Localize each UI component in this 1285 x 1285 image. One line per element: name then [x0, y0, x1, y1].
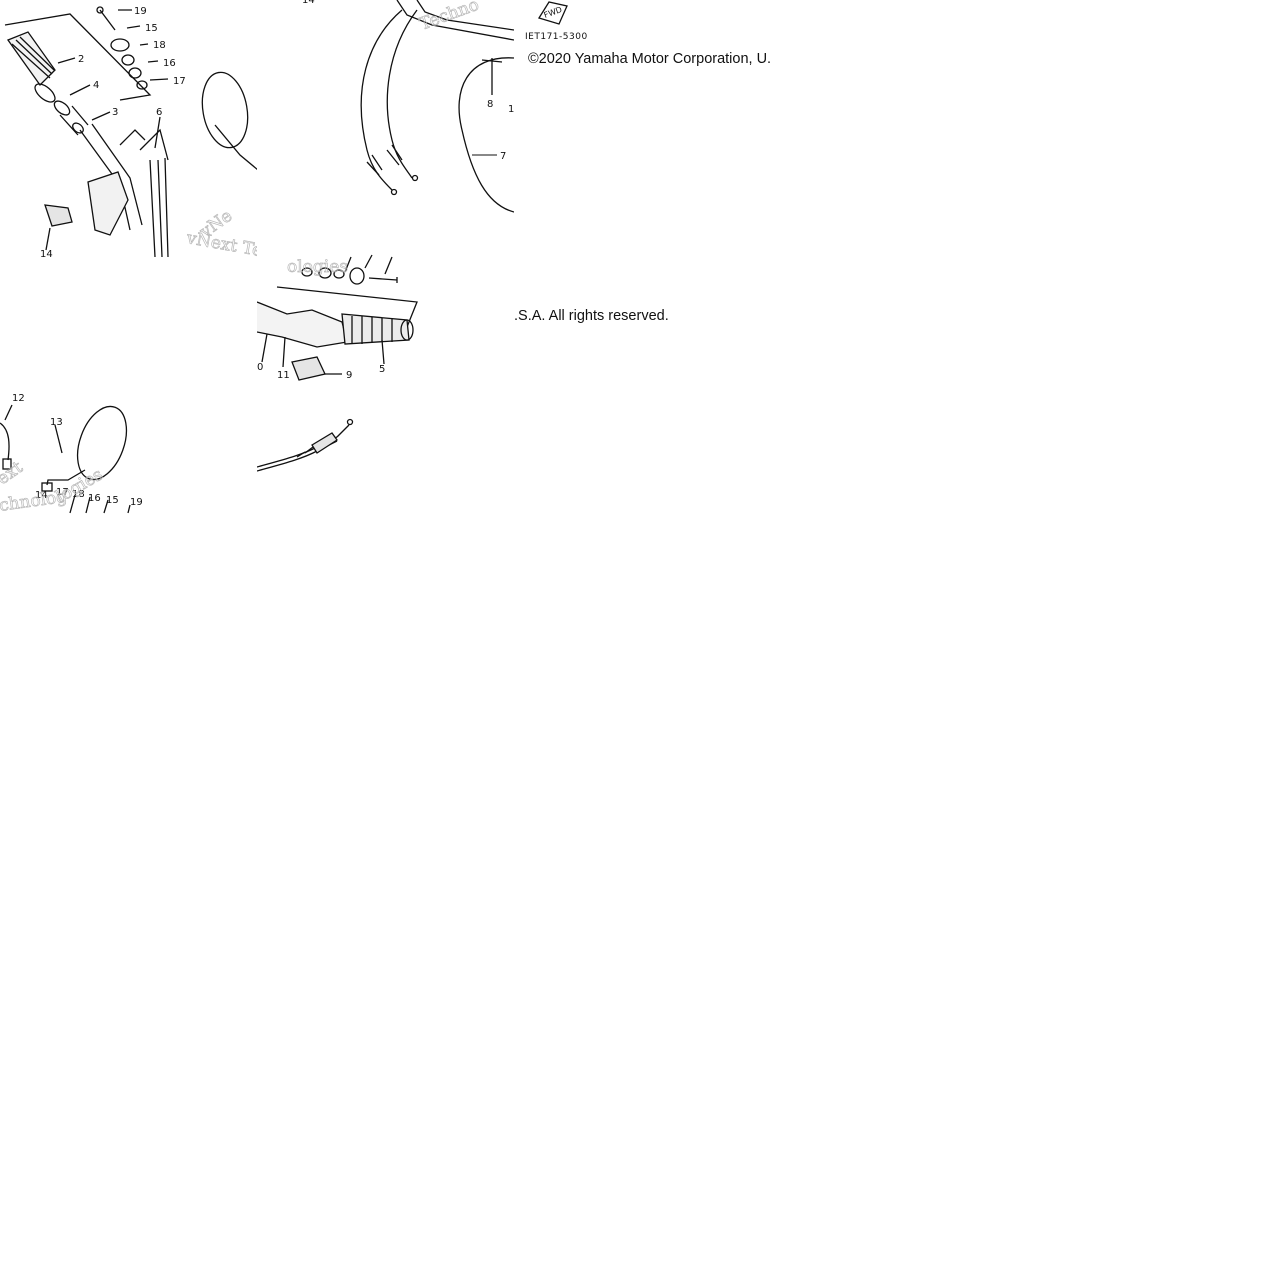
tile-right-mirror: 12 13 14 17 18 16 15 19 ext chnolog logi… — [0, 385, 257, 514]
callout-19: 19 — [134, 6, 147, 17]
tile-left-handlebar: 19 15 18 16 17 2 4 3 6 14 vNext Tec vNe — [0, 0, 257, 257]
callout-7: 7 — [500, 151, 506, 162]
callout-2: 2 — [78, 54, 84, 65]
callout-10-partial: 1( — [508, 104, 514, 115]
right-mirror-drawing: 12 13 14 17 18 16 15 19 ext chnolog logi… — [0, 393, 143, 514]
callout-4: 4 — [93, 80, 99, 91]
left-handlebar-drawing: 19 15 18 16 17 2 4 3 6 14 vNext Tec vNe — [4, 6, 257, 257]
tile-cables: 14 8 7 1( Techno — [257, 0, 514, 214]
watermark-text: ext — [0, 457, 27, 489]
callout-5: 5 — [379, 364, 385, 375]
callout-18: 18 — [153, 40, 166, 51]
callout-16: 16 — [88, 493, 101, 504]
callout-6: 6 — [156, 107, 162, 118]
callout-15: 15 — [145, 23, 158, 34]
tile-throttle-cable — [257, 385, 514, 514]
callout-0: 0 — [257, 362, 263, 373]
callout-13: 13 — [50, 417, 63, 428]
throttle-cable-drawing — [257, 418, 354, 472]
fwd-arrow-icon: FWD — [537, 0, 571, 26]
copyright-line-2: .S.A. All rights reserved. — [514, 308, 669, 324]
callout-11: 11 — [277, 370, 290, 381]
tile-right-grip: ologies 0 11 9 5 — [257, 252, 514, 385]
watermark-text: ologies — [287, 257, 348, 277]
cables-drawing: 14 8 7 1( Techno — [302, 0, 514, 213]
callout-3: 3 — [112, 107, 118, 118]
callout-14: 14 — [40, 249, 53, 257]
copyright-line-1: ©2020 Yamaha Motor Corporation, U. — [528, 51, 772, 67]
callout-16: 16 — [163, 58, 176, 69]
callout-17: 17 — [173, 76, 186, 87]
callout-9: 9 — [346, 370, 352, 381]
drawing-code: IET171-5300 — [525, 32, 588, 42]
callout-19: 19 — [130, 497, 143, 508]
callout-14: 14 — [35, 490, 48, 501]
callout-15: 15 — [106, 495, 119, 506]
callout-12: 12 — [12, 393, 25, 404]
right-grip-drawing: ologies 0 11 9 5 — [257, 254, 418, 381]
watermark-text: Techno — [417, 0, 482, 35]
callout-14: 14 — [302, 0, 315, 6]
callout-17: 17 — [56, 487, 69, 498]
callout-8: 8 — [487, 99, 493, 110]
callout-18: 18 — [72, 489, 85, 500]
